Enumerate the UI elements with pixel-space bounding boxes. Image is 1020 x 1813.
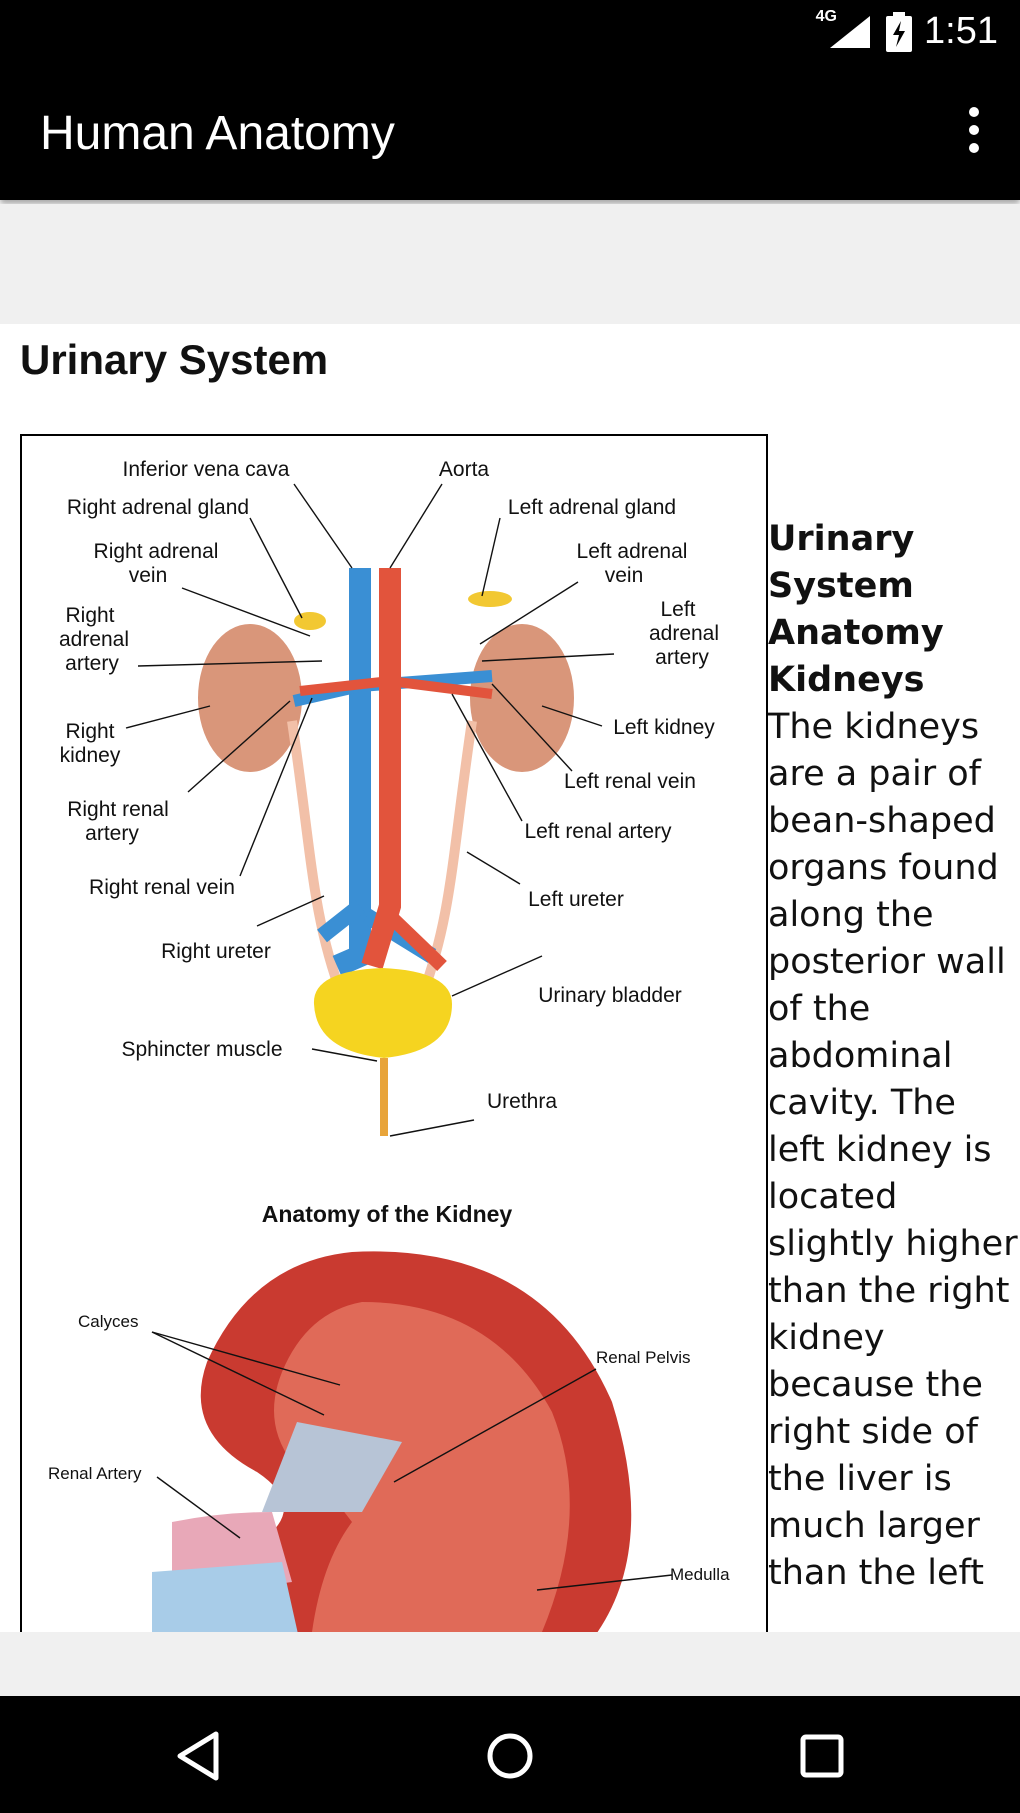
app-bar: Human Anatomy: [0, 62, 1020, 200]
label-aorta: Aorta: [439, 458, 490, 481]
renal-vein-shape: [152, 1562, 298, 1632]
label-renal-artery: Renal Artery: [48, 1464, 142, 1483]
label-urethra: Urethra: [487, 1090, 557, 1113]
label-medulla: Medulla: [670, 1565, 730, 1584]
description-text: Urinary System Anatomy Kidneys The kidne…: [768, 516, 1018, 1597]
footer-spacer: [0, 1632, 1020, 1696]
navigation-bar: [0, 1696, 1020, 1813]
label-right-renal-vein: Right renal vein: [89, 876, 235, 899]
label-right-kidney: Right: [65, 720, 114, 743]
status-bar: 4G 1:51: [0, 0, 1020, 62]
signal-icon: [830, 16, 870, 48]
description-body: The kidneys are a pair of bean-shaped or…: [768, 707, 1018, 1593]
svg-text:adrenal: adrenal: [59, 628, 129, 651]
right-ureter-shape: [287, 720, 347, 998]
label-right-ureter: Right ureter: [161, 940, 271, 963]
label-left-adrenal-artery: Left: [660, 598, 695, 621]
label-inferior-vena-cava: Inferior vena cava: [123, 458, 290, 481]
urinary-system-figure: Inferior vena cava Aorta Right adrenal g…: [20, 434, 768, 1632]
label-left-renal-artery: Left renal artery: [524, 820, 672, 843]
kidney-anatomy-diagram: Anatomy of the Kidney Calyces Renal Pelv…: [48, 1201, 730, 1632]
clock: 1:51: [924, 10, 998, 52]
label-right-adrenal-vein: Right adrenal: [94, 540, 219, 563]
label-right-adrenal-gland: Right adrenal gland: [67, 496, 249, 519]
aorta-shape: [361, 568, 401, 970]
svg-text:vein: vein: [129, 564, 168, 587]
battery-charging-icon: [886, 12, 912, 52]
label-right-renal-artery: Right renal: [67, 798, 169, 821]
label-calyces: Calyces: [78, 1312, 138, 1331]
label-right-adrenal-artery: Right: [65, 604, 114, 627]
svg-text:artery: artery: [65, 652, 119, 675]
kidney-figure-title: Anatomy of the Kidney: [262, 1201, 513, 1227]
renal-arteries-shape: [299, 675, 493, 699]
overflow-menu-icon[interactable]: [954, 100, 994, 160]
recents-square-icon[interactable]: [790, 1724, 854, 1788]
label-urinary-bladder: Urinary bladder: [538, 984, 682, 1007]
label-left-adrenal-vein: Left adrenal: [577, 540, 688, 563]
urinary-system-diagram: Inferior vena cava Aorta Right adrenal g…: [59, 458, 719, 1137]
label-renal-pelvis: Renal Pelvis: [596, 1348, 691, 1367]
left-kidney-shape: [470, 624, 574, 772]
svg-text:kidney: kidney: [60, 744, 121, 767]
label-sphincter-muscle: Sphincter muscle: [121, 1038, 282, 1061]
home-circle-icon[interactable]: [478, 1724, 542, 1788]
header-spacer: [0, 204, 1020, 324]
label-left-renal-vein: Left renal vein: [564, 770, 696, 793]
inferior-vena-cava-shape: [332, 568, 371, 977]
svg-text:vein: vein: [605, 564, 644, 587]
svg-text:artery: artery: [85, 822, 139, 845]
left-adrenal-gland-shape: [468, 591, 512, 607]
right-kidney-shape: [198, 624, 302, 772]
right-adrenal-gland-shape: [294, 612, 326, 630]
page-title: Urinary System: [20, 336, 329, 383]
left-ureter-shape: [417, 720, 477, 998]
renal-pelvis-shape: [262, 1422, 402, 1512]
back-triangle-icon[interactable]: [168, 1724, 232, 1788]
network-type-label: 4G: [815, 8, 837, 25]
description-heading: Urinary System Anatomy Kidneys: [768, 519, 944, 700]
label-left-adrenal-gland: Left adrenal gland: [508, 496, 676, 519]
svg-text:adrenal: adrenal: [649, 622, 719, 645]
label-left-kidney: Left kidney: [613, 716, 715, 739]
urinary-bladder-shape: [313, 968, 452, 1058]
label-left-ureter: Left ureter: [528, 888, 624, 911]
article-content: Urinary System: [0, 324, 1020, 1632]
app-title: Human Anatomy: [40, 107, 395, 160]
svg-text:artery: artery: [655, 646, 709, 669]
